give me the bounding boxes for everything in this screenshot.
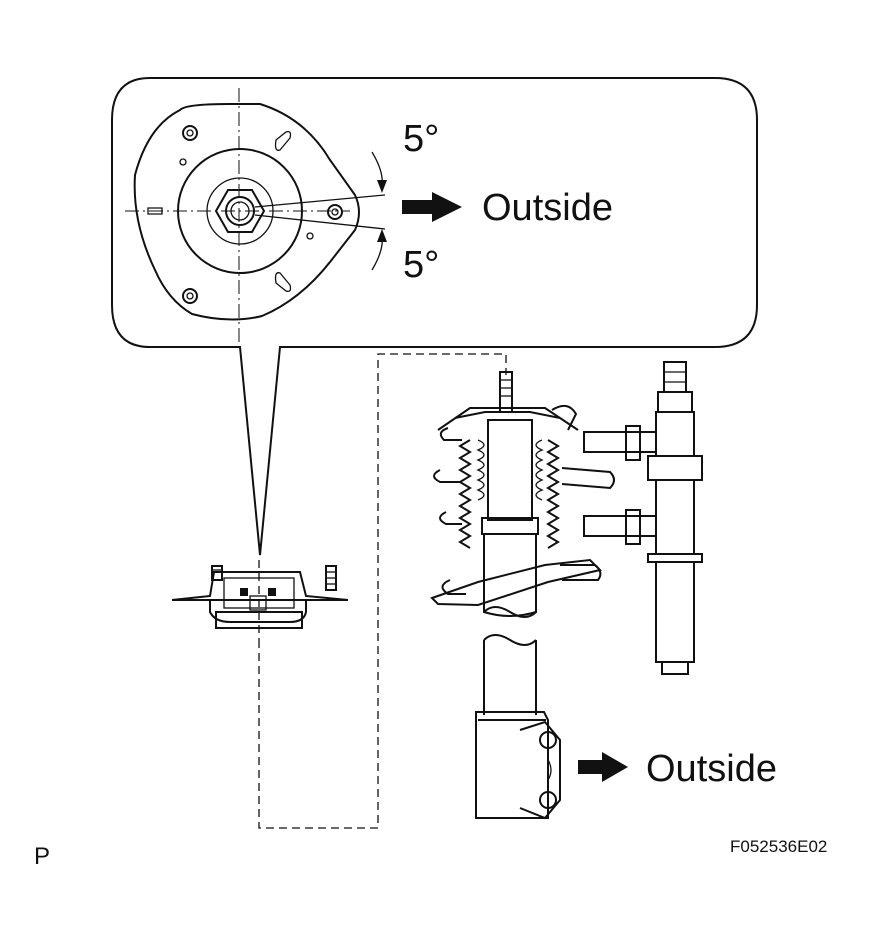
strut-assembly	[430, 371, 628, 820]
callout-bubble	[111, 77, 758, 556]
spring-compressor-tool	[583, 361, 703, 675]
reference-guide-line	[258, 353, 507, 829]
upper-support-top-view	[125, 88, 462, 343]
angle-lower-label: 5°	[403, 244, 439, 286]
outside-label-strut: Outside	[646, 748, 777, 790]
outside-label-callout: Outside	[482, 187, 613, 229]
angle-upper-label: 5°	[403, 118, 439, 160]
left-mark: P	[34, 843, 50, 870]
upper-support-side-view	[171, 560, 349, 640]
figure-id: F052536E02	[730, 837, 827, 856]
